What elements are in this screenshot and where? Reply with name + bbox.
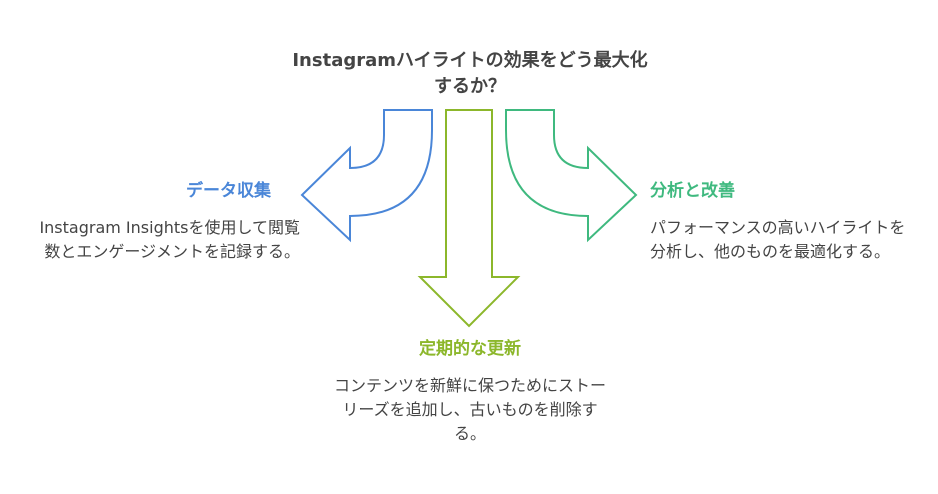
right-branch-description: パフォーマンスの高いハイライトを分析し、他のものを最適化する。: [650, 218, 906, 261]
left-branch-heading: データ収集: [186, 181, 271, 201]
center-branch-description: コンテンツを新鮮に保つためにストーリーズを追加し、古いものを削除する。: [333, 376, 606, 443]
right-arrow: [505, 109, 638, 243]
left-branch-description: Instagram Insightsを使用して閲覧数とエンゲージメントを記録する…: [39, 218, 300, 261]
left-arrow: [300, 109, 433, 243]
right-branch-heading: 分析と改善: [650, 181, 735, 201]
center-arrow: [417, 109, 521, 328]
diagram-title: Instagramハイライトの効果をどう最大化するか？: [292, 50, 648, 97]
center-branch-heading: 定期的な更新: [419, 339, 521, 359]
